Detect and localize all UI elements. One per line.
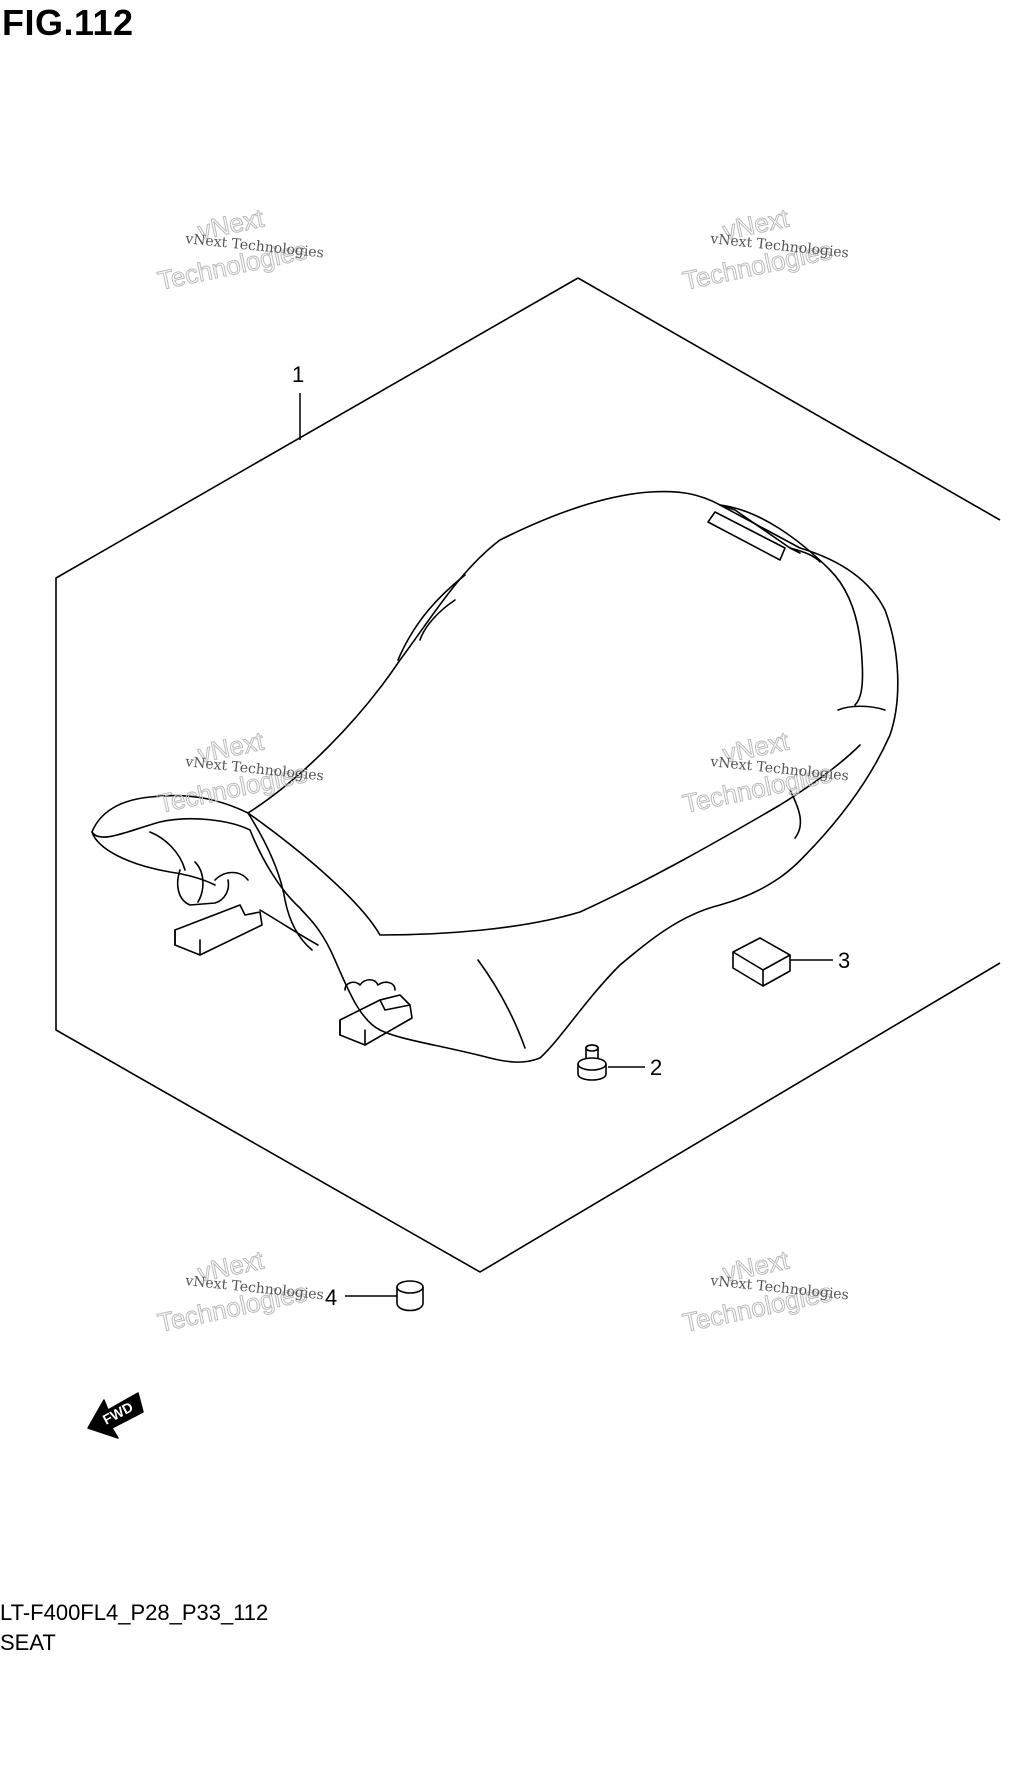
callout-3: 3: [838, 948, 850, 973]
model-code: LT-F400FL4_P28_P33_112: [0, 1600, 269, 1625]
watermark-bottom-right: vNext Technologies vNext Technologies: [680, 1244, 850, 1338]
callout-1: 1: [292, 362, 304, 387]
pad-part-3-icon[interactable]: [732, 937, 791, 987]
fwd-arrow-icon: FWD: [87, 1392, 144, 1439]
callout-2: 2: [650, 1055, 662, 1080]
cushion-part-2-icon[interactable]: [577, 1044, 607, 1081]
watermark-mid-right: vNext Technologies vNext Technologies: [680, 725, 850, 819]
watermark-bottom-left: vNext Technologies vNext Technologies: [155, 1244, 325, 1338]
callout-4: 4: [325, 1285, 337, 1310]
watermark-mid-left: vNext Technologies vNext Technologies: [155, 725, 325, 819]
cushion-part-4-icon[interactable]: [396, 1280, 424, 1312]
figure-title: FIG.112: [2, 2, 134, 43]
watermark-top-left: vNext Technologies vNext Technologies: [155, 202, 325, 296]
kit-boundary: [55, 277, 1001, 1273]
seat-icon[interactable]: [91, 490, 899, 1063]
watermark-top-right: vNext Technologies vNext Technologies: [680, 202, 850, 296]
section-name: SEAT: [0, 1630, 56, 1655]
